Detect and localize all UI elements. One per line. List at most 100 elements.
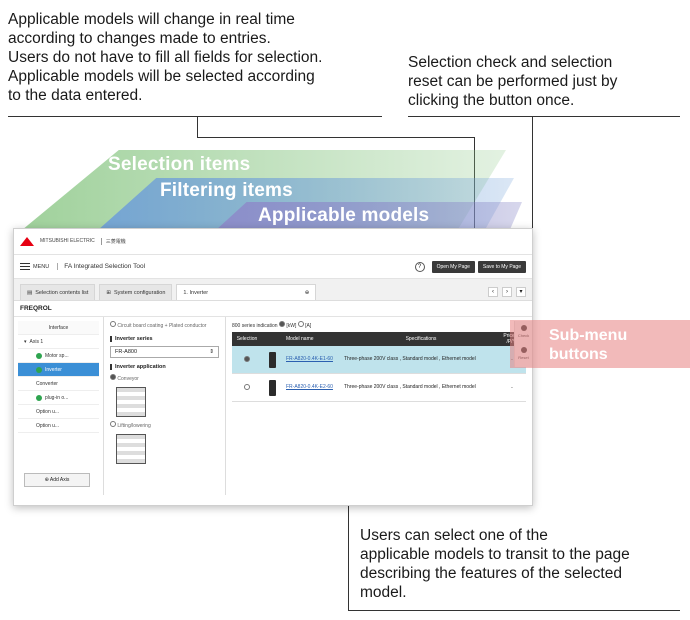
callout-select-model: Users can select one of the applicable m… xyxy=(360,526,630,602)
filter-panel: Circuit board coating + Plated conductor… xyxy=(104,317,226,495)
lifting-image xyxy=(116,434,146,464)
radio-icon[interactable] xyxy=(244,355,250,362)
series-heading: Inverter series xyxy=(110,336,219,342)
option-label: Lifting/lowering xyxy=(117,423,151,429)
application-heading: Inverter application xyxy=(110,364,219,370)
save-my-page-button[interactable]: Save to My Page xyxy=(477,260,526,273)
leader-vertical-right xyxy=(532,116,533,334)
hierarchy-icon: ⊞ xyxy=(106,289,112,296)
inverter-row[interactable]: Inverter xyxy=(18,363,99,377)
collapse-icon: ▾ xyxy=(24,338,27,345)
callout-real-time: Applicable models will change in real ti… xyxy=(8,10,322,105)
tab-label: Selection contents list xyxy=(35,289,89,296)
inverter-image xyxy=(268,351,276,368)
radio-icon xyxy=(110,321,116,327)
app-toolbar: MENU FA Integrated Selection Tool ? Open… xyxy=(14,255,532,279)
label-applicable-models: Applicable models xyxy=(258,205,430,226)
logo-text: MITSUBISHI ELECTRIC xyxy=(40,238,95,244)
row-label: Inverter xyxy=(45,366,62,373)
plus-icon: ⊕ xyxy=(44,477,50,483)
section-title: FREQROL xyxy=(14,301,532,317)
option-row[interactable]: Option u... xyxy=(18,405,99,419)
tab-system-configuration[interactable]: ⊞System configuration xyxy=(99,284,173,300)
conveyor-option[interactable]: Conveyor xyxy=(110,374,219,383)
model-price: - xyxy=(511,384,513,391)
callout-line: reset can be performed just by xyxy=(408,73,618,90)
underline-top-left xyxy=(8,116,382,117)
add-axis-label: Add Axis xyxy=(49,477,70,483)
band-submenu xyxy=(510,320,690,368)
col-selection: Selection xyxy=(236,336,258,342)
radio-a-icon[interactable] xyxy=(297,321,304,327)
table-row[interactable]: FR-A820-0.4K-E2-60 Three-phase 200V clas… xyxy=(232,374,526,402)
tab-label: 1. Inverter xyxy=(183,289,209,296)
radio-kw-icon[interactable] xyxy=(278,321,285,327)
motor-row[interactable]: Motor sp... xyxy=(18,349,99,363)
add-axis-button[interactable]: ⊕ Add Axis xyxy=(24,473,90,487)
converter-row[interactable]: Converter xyxy=(18,377,99,391)
model-spec: Three-phase 200V class , Standard model … xyxy=(344,384,476,390)
series-select[interactable]: FR-A800⇕ xyxy=(110,346,219,358)
table-header: Selection Model name Specifications Pric… xyxy=(232,332,526,346)
row-label: Motor sp... xyxy=(45,352,69,359)
axis-label: Axis 1 xyxy=(29,338,44,345)
open-my-page-button[interactable]: Open My Page xyxy=(431,260,475,273)
callout-line: model. xyxy=(360,584,407,601)
lifting-option[interactable]: Lifting/lowering xyxy=(110,421,219,430)
app-header: MITSUBISHI ELECTRIC 三菱電機 xyxy=(14,229,532,255)
menu-label[interactable]: MENU xyxy=(33,263,50,270)
axis-row[interactable]: ▾Axis 1 xyxy=(18,335,99,349)
indication-label: 800 series indication xyxy=(232,323,278,329)
radio-icon xyxy=(110,374,116,380)
callout-line: Applicable models will be selected accor… xyxy=(8,68,315,85)
callout-line: applicable models to transit to the page xyxy=(360,546,630,563)
submenu-line: buttons xyxy=(549,346,608,363)
band-applicable-models xyxy=(216,202,522,230)
models-panel: 800 series indication [kW] [A] Selection… xyxy=(226,317,532,495)
callout-line: Users can select one of the xyxy=(360,527,548,544)
inverter-image xyxy=(268,379,276,396)
callout-line: to the data entered. xyxy=(8,87,143,104)
model-link[interactable]: FR-A820-0.4K-E1-60 xyxy=(286,356,333,362)
leader-horizontal xyxy=(197,137,475,138)
underline-bottom-right xyxy=(348,610,680,611)
option-row[interactable]: Option u... xyxy=(18,419,99,433)
logo-jp: 三菱電機 xyxy=(100,238,126,245)
radio-icon xyxy=(110,421,116,427)
callout-line: Applicable models will change in real ti… xyxy=(8,11,295,28)
radio-icon[interactable] xyxy=(244,383,250,390)
select-value: FR-A800 xyxy=(115,349,138,355)
tab-next-button[interactable]: › xyxy=(502,287,512,297)
unit-kw: [kW] xyxy=(286,323,297,329)
label-selection-items: Selection items xyxy=(108,154,251,175)
tab-bar: ▤Selection contents list ⊞System configu… xyxy=(14,279,532,301)
add-tab-icon[interactable]: ⊕ xyxy=(304,289,310,296)
coating-option[interactable]: Circuit board coating + Plated conductor xyxy=(110,321,219,330)
interface-header: Interface xyxy=(18,321,99,335)
table-row[interactable]: FR-A820-0.4K-E1-60 Three-phase 200V clas… xyxy=(232,346,526,374)
underline-top-right xyxy=(408,116,680,117)
label-submenu: Sub-menu buttons xyxy=(549,326,627,364)
option-label: Circuit board coating + Plated conductor xyxy=(117,323,207,329)
callout-line: according to changes made to entries. xyxy=(8,30,271,47)
option-label: Conveyor xyxy=(117,376,139,382)
tab-menu-button[interactable]: ▾ xyxy=(516,287,526,297)
tab-selection-contents[interactable]: ▤Selection contents list xyxy=(20,284,96,300)
plugin-row[interactable]: plug-in o... xyxy=(18,391,99,405)
mitsubishi-logo-icon xyxy=(20,237,34,246)
tab-inverter[interactable]: 1. Inverter ⊕ xyxy=(176,284,317,300)
menu-icon[interactable] xyxy=(20,263,30,270)
row-label: Option u... xyxy=(36,422,60,429)
col-spec: Specifications xyxy=(405,335,437,342)
callout-line: describing the features of the selected xyxy=(360,565,622,582)
leader-vertical-left xyxy=(197,116,198,138)
tab-label: System configuration xyxy=(114,289,166,296)
row-label: Option u... xyxy=(36,408,60,415)
series-indication: 800 series indication [kW] [A] xyxy=(232,321,526,329)
label-filtering-items: Filtering items xyxy=(160,180,293,201)
model-spec: Three-phase 200V class , Standard model … xyxy=(344,356,476,362)
tab-prev-button[interactable]: ‹ xyxy=(488,287,498,297)
help-icon[interactable]: ? xyxy=(414,261,425,272)
model-link[interactable]: FR-A820-0.4K-E2-60 xyxy=(286,384,333,390)
list-icon: ▤ xyxy=(27,289,33,296)
